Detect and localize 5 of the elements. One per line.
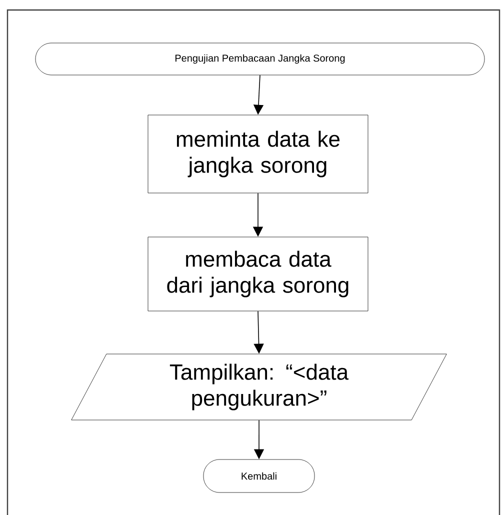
process-box: meminta data ke jangka sorong	[148, 114, 368, 194]
terminal-pill: Pengujian Pembacaan Jangka Sorong	[35, 42, 485, 76]
terminal-pill: Kembali	[203, 459, 315, 493]
input-output-parallelogram: Tampilkan: “<data pengukuran>”	[71, 354, 447, 420]
process-box: membaca data dari jangka sorong	[148, 236, 368, 312]
